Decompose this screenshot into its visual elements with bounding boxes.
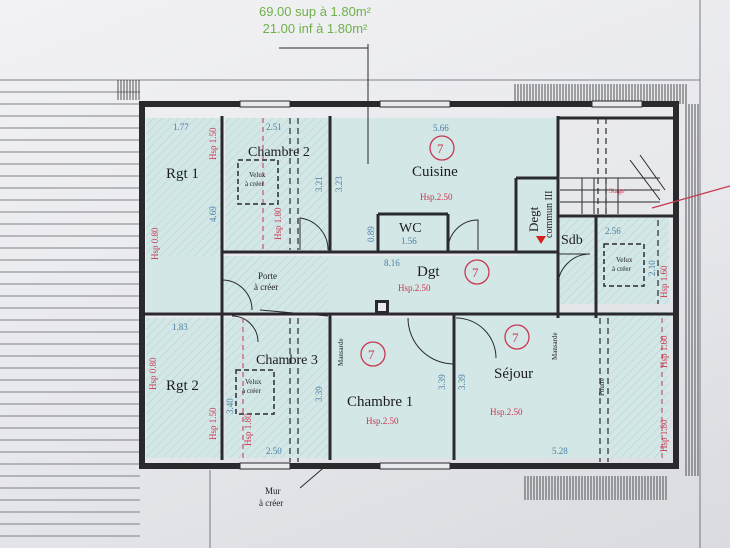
dim-chambre1-right: 3.39 (437, 374, 447, 390)
height-sdb: Hsp 1.60 (659, 265, 669, 298)
mark-circle-chambre1 (360, 341, 386, 367)
dim-sdb-depth: 2.10 (647, 260, 657, 276)
roof-hatch-right (514, 84, 699, 476)
height-sejour: Hsp.2.50 (490, 407, 523, 417)
mark-circle-sejour (504, 324, 530, 350)
height-chambre3: Hsp 1.80 (243, 413, 253, 446)
height-chambre2: Hsp 1.80 (273, 207, 283, 240)
dim-dgt-length: 8.16 (384, 258, 400, 268)
velux-chambre3-line1: Velux (245, 378, 262, 386)
area-below-1-80: 21.00 inf à 1.80m² (262, 21, 368, 36)
room-fills (146, 118, 669, 458)
dim-sdb-width: 2.56 (605, 226, 621, 236)
roof-hatch-top-left (117, 80, 140, 100)
room-label-rgt1: Rgt 1 (166, 166, 199, 182)
velux-sdb-line1: Velux (616, 256, 633, 264)
dim-wc-width: 1.56 (401, 236, 417, 246)
room-label-cuisine: Cuisine (412, 164, 458, 180)
dim-rgt1-width: 1.77 (173, 122, 189, 132)
pink-limit-lines (242, 118, 663, 462)
room-label-chambre3: Chambre 3 (256, 353, 318, 368)
height-rgt1-low: Hsp 0.80 (150, 227, 160, 260)
velux-chambre3 (235, 369, 275, 415)
height-cuisine: Hsp.2.50 (420, 192, 453, 202)
room-label-dgt: Dgt (417, 264, 440, 280)
mark-sejour: 7 (512, 330, 519, 345)
mark-chambre1: 7 (368, 347, 375, 362)
velux-sdb (603, 243, 645, 287)
velux-chambre2-line2: à créer (245, 180, 265, 188)
window-openings (239, 100, 643, 470)
mark-circle-cuisine (429, 135, 455, 161)
dim-rgt1-depth: 4.69 (208, 206, 218, 222)
beam-lines (289, 118, 659, 462)
velux-chambre2-line1: Velux (249, 171, 266, 179)
dim-chambre3-width: 2.50 (266, 446, 282, 456)
dim-chambre1-left: 3.39 (314, 386, 324, 402)
dim-chambre2-depth: 3.21 (314, 176, 324, 192)
mur-leader-line (299, 463, 329, 489)
height-rgt1-high: Hsp 1.50 (208, 127, 218, 160)
mansarde-label-chambre1: Mansarde (337, 338, 345, 366)
room-label-degt: Degt (526, 206, 541, 232)
mur-label-line1: Mur (265, 486, 281, 496)
walls (139, 101, 679, 469)
velux-sdb-line2: à créer (612, 265, 632, 273)
velux-chambre3-line2: à créer (242, 387, 262, 395)
room-label-rgt2: Rgt 2 (166, 378, 199, 394)
stairs-label: Stage (609, 187, 625, 195)
room-label-sejour: Séjour (494, 366, 533, 382)
area-above-1-80: 69.00 sup à 1.80m² (258, 4, 372, 19)
mark-dgt: 7 (472, 265, 479, 280)
dim-rgt2-width: 1.83 (172, 322, 188, 332)
dim-chambre2-width: 2.51 (266, 122, 282, 132)
height-sejour-b: Hsp 1.80 (659, 419, 669, 452)
height-dgt: Hsp.2.50 (398, 283, 431, 293)
dim-cuisine-depth: 3.23 (334, 176, 344, 192)
porte-label-line1: Porte (258, 271, 277, 281)
dim-sejour-left: 3.39 (457, 374, 467, 390)
stair-arrow (651, 185, 730, 209)
dim-sejour-width: 5.28 (552, 446, 568, 456)
red-marker-icon (536, 236, 546, 244)
velux-chambre2 (237, 159, 279, 205)
room-label-chambre2: Chambre 2 (248, 145, 310, 160)
mansarde-label-sejour: Mansarde (551, 332, 559, 360)
height-rgt2-high: Hsp 1.50 (208, 407, 218, 440)
height-rgt2-low: Hsp 0.80 (148, 357, 158, 390)
room-label-sdb: Sdb (561, 233, 583, 248)
room-label-wc: WC (399, 221, 422, 236)
roof-hatch-bottom (524, 476, 667, 500)
room-label-chambre1: Chambre 1 (347, 394, 413, 410)
dim-wc-depth: 0.89 (366, 226, 376, 242)
door-swings (221, 217, 591, 365)
mark-cuisine: 7 (437, 141, 444, 156)
chimney-flue (378, 303, 386, 311)
roof-lines-left (0, 91, 140, 537)
room-label-degt-sub: commun III (544, 191, 555, 239)
porte-label-line2: à créer (254, 282, 278, 292)
height-sejour-a: Hsp 1.60 (659, 335, 669, 368)
mur-label-line2: à créer (259, 498, 283, 508)
dim-cuisine-width: 5.66 (433, 123, 449, 133)
mark-circle-dgt (464, 259, 490, 285)
height-chambre1: Hsp.2.50 (366, 416, 399, 426)
dim-chambre3-depth: 3.40 (225, 398, 235, 414)
poutre-label: Poutre (598, 378, 606, 396)
staircase (560, 154, 666, 214)
